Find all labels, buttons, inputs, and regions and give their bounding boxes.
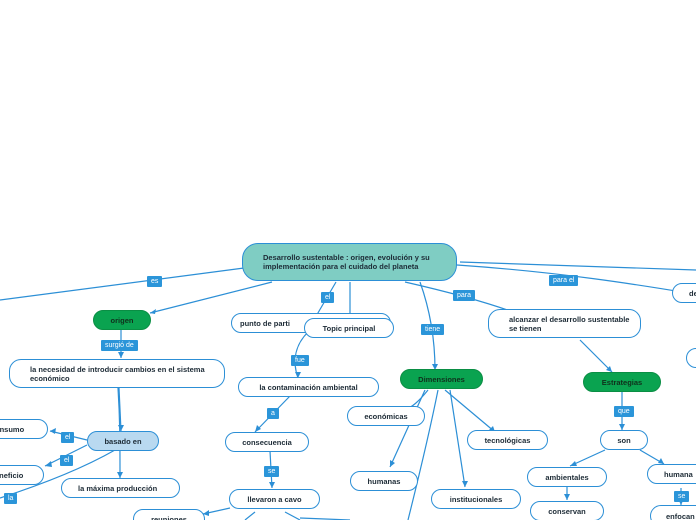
node-enfocan[interactable]: enfocan	[650, 505, 696, 520]
label-para-el: para el	[549, 275, 579, 286]
root-topic[interactable]: Desarrollo sustentable : origen, evoluci…	[242, 243, 457, 281]
node-estrategias[interactable]: Estrategias	[583, 372, 661, 392]
node-topic-principal[interactable]: Topic principal	[304, 318, 394, 338]
node-de-partial[interactable]: de	[672, 283, 696, 303]
node-consumo-label: onsumo	[0, 424, 25, 434]
node-alcanzar[interactable]: alcanzar el desarrollo sustentable se ti…	[488, 309, 641, 338]
node-reuniones[interactable]: reuniones	[133, 509, 205, 520]
node-son[interactable]: son	[600, 430, 648, 450]
label-fue: fue	[291, 355, 309, 366]
label-se: se	[264, 466, 280, 477]
node-punto-partida-label: punto de parti	[240, 318, 290, 328]
node-economicas-label: económicas	[364, 411, 408, 421]
node-consumo[interactable]: onsumo	[0, 419, 48, 439]
node-estrategias-label: Estrategias	[601, 377, 643, 387]
node-de-partial-label: de	[689, 288, 696, 298]
node-conservan-label: conservan	[548, 506, 586, 516]
label-el-consumo: el	[61, 432, 75, 443]
node-beneficio[interactable]: eneficio	[0, 465, 44, 485]
label-tiene: tiene	[421, 324, 445, 335]
node-beneficio-label: eneficio	[0, 470, 24, 480]
node-necesidad[interactable]: la necesidad de introducir cambios en el…	[9, 359, 225, 388]
node-son-label: son	[617, 435, 631, 445]
node-basado-en-label: basado en	[104, 436, 142, 446]
node-tecnologicas-label: tecnológicas	[484, 435, 531, 445]
node-necesidad-label: la necesidad de introducir cambios en el…	[30, 364, 205, 383]
label-el-beneficio: el	[60, 455, 74, 466]
label-surgio-de: surgió de	[101, 340, 138, 351]
node-economicas[interactable]: económicas	[347, 406, 425, 426]
node-alcanzar-label: alcanzar el desarrollo sustentable se ti…	[509, 314, 630, 333]
label-el: el	[321, 292, 335, 303]
label-se-humanas: se	[674, 491, 690, 502]
node-conservan[interactable]: conservan	[530, 501, 604, 520]
node-dimensiones[interactable]: Dimensiones	[400, 369, 483, 389]
label-que: que	[614, 406, 634, 417]
node-basado-en[interactable]: basado en	[87, 431, 159, 451]
node-contaminacion[interactable]: la contaminación ambiental	[238, 377, 379, 397]
node-humanas[interactable]: humanas	[350, 471, 418, 491]
node-origen-label: origen	[110, 315, 134, 325]
label-la: la	[4, 493, 18, 504]
node-llevaron-a-cavo[interactable]: llevaron a cavo	[229, 489, 320, 509]
node-origen[interactable]: origen	[93, 310, 151, 330]
label-a: a	[267, 408, 279, 419]
node-topic-principal-label: Topic principal	[322, 323, 376, 333]
node-institucionales[interactable]: institucionales	[431, 489, 521, 509]
node-consecuencia-label: consecuencia	[242, 437, 292, 447]
label-para: para	[453, 290, 476, 301]
node-contaminacion-label: la contaminación ambiental	[259, 382, 358, 392]
label-es: es	[147, 276, 163, 287]
node-maxima-produccion[interactable]: la máxima producción	[61, 478, 180, 498]
node-ambientales[interactable]: ambientales	[527, 467, 607, 487]
root-topic-label: Desarrollo sustentable : origen, evoluci…	[263, 253, 430, 271]
node-maxima-produccion-label: la máxima producción	[78, 483, 158, 493]
node-institucionales-label: institucionales	[449, 494, 503, 504]
node-enfocan-label: enfocan	[666, 511, 695, 520]
node-humanas-label: humanas	[367, 476, 401, 486]
node-humanas-estrategia[interactable]: humana	[647, 464, 696, 484]
node-dimensiones-label: Dimensiones	[418, 374, 465, 384]
node-llevaron-a-cavo-label: llevaron a cavo	[247, 494, 302, 504]
node-reuniones-label: reuniones	[151, 515, 187, 520]
node-consecuencia[interactable]: consecuencia	[225, 432, 309, 452]
node-tecnologicas[interactable]: tecnológicas	[467, 430, 548, 450]
node-humanas-estrategia-label: humana	[664, 469, 693, 479]
node-ambientales-label: ambientales	[545, 472, 589, 482]
